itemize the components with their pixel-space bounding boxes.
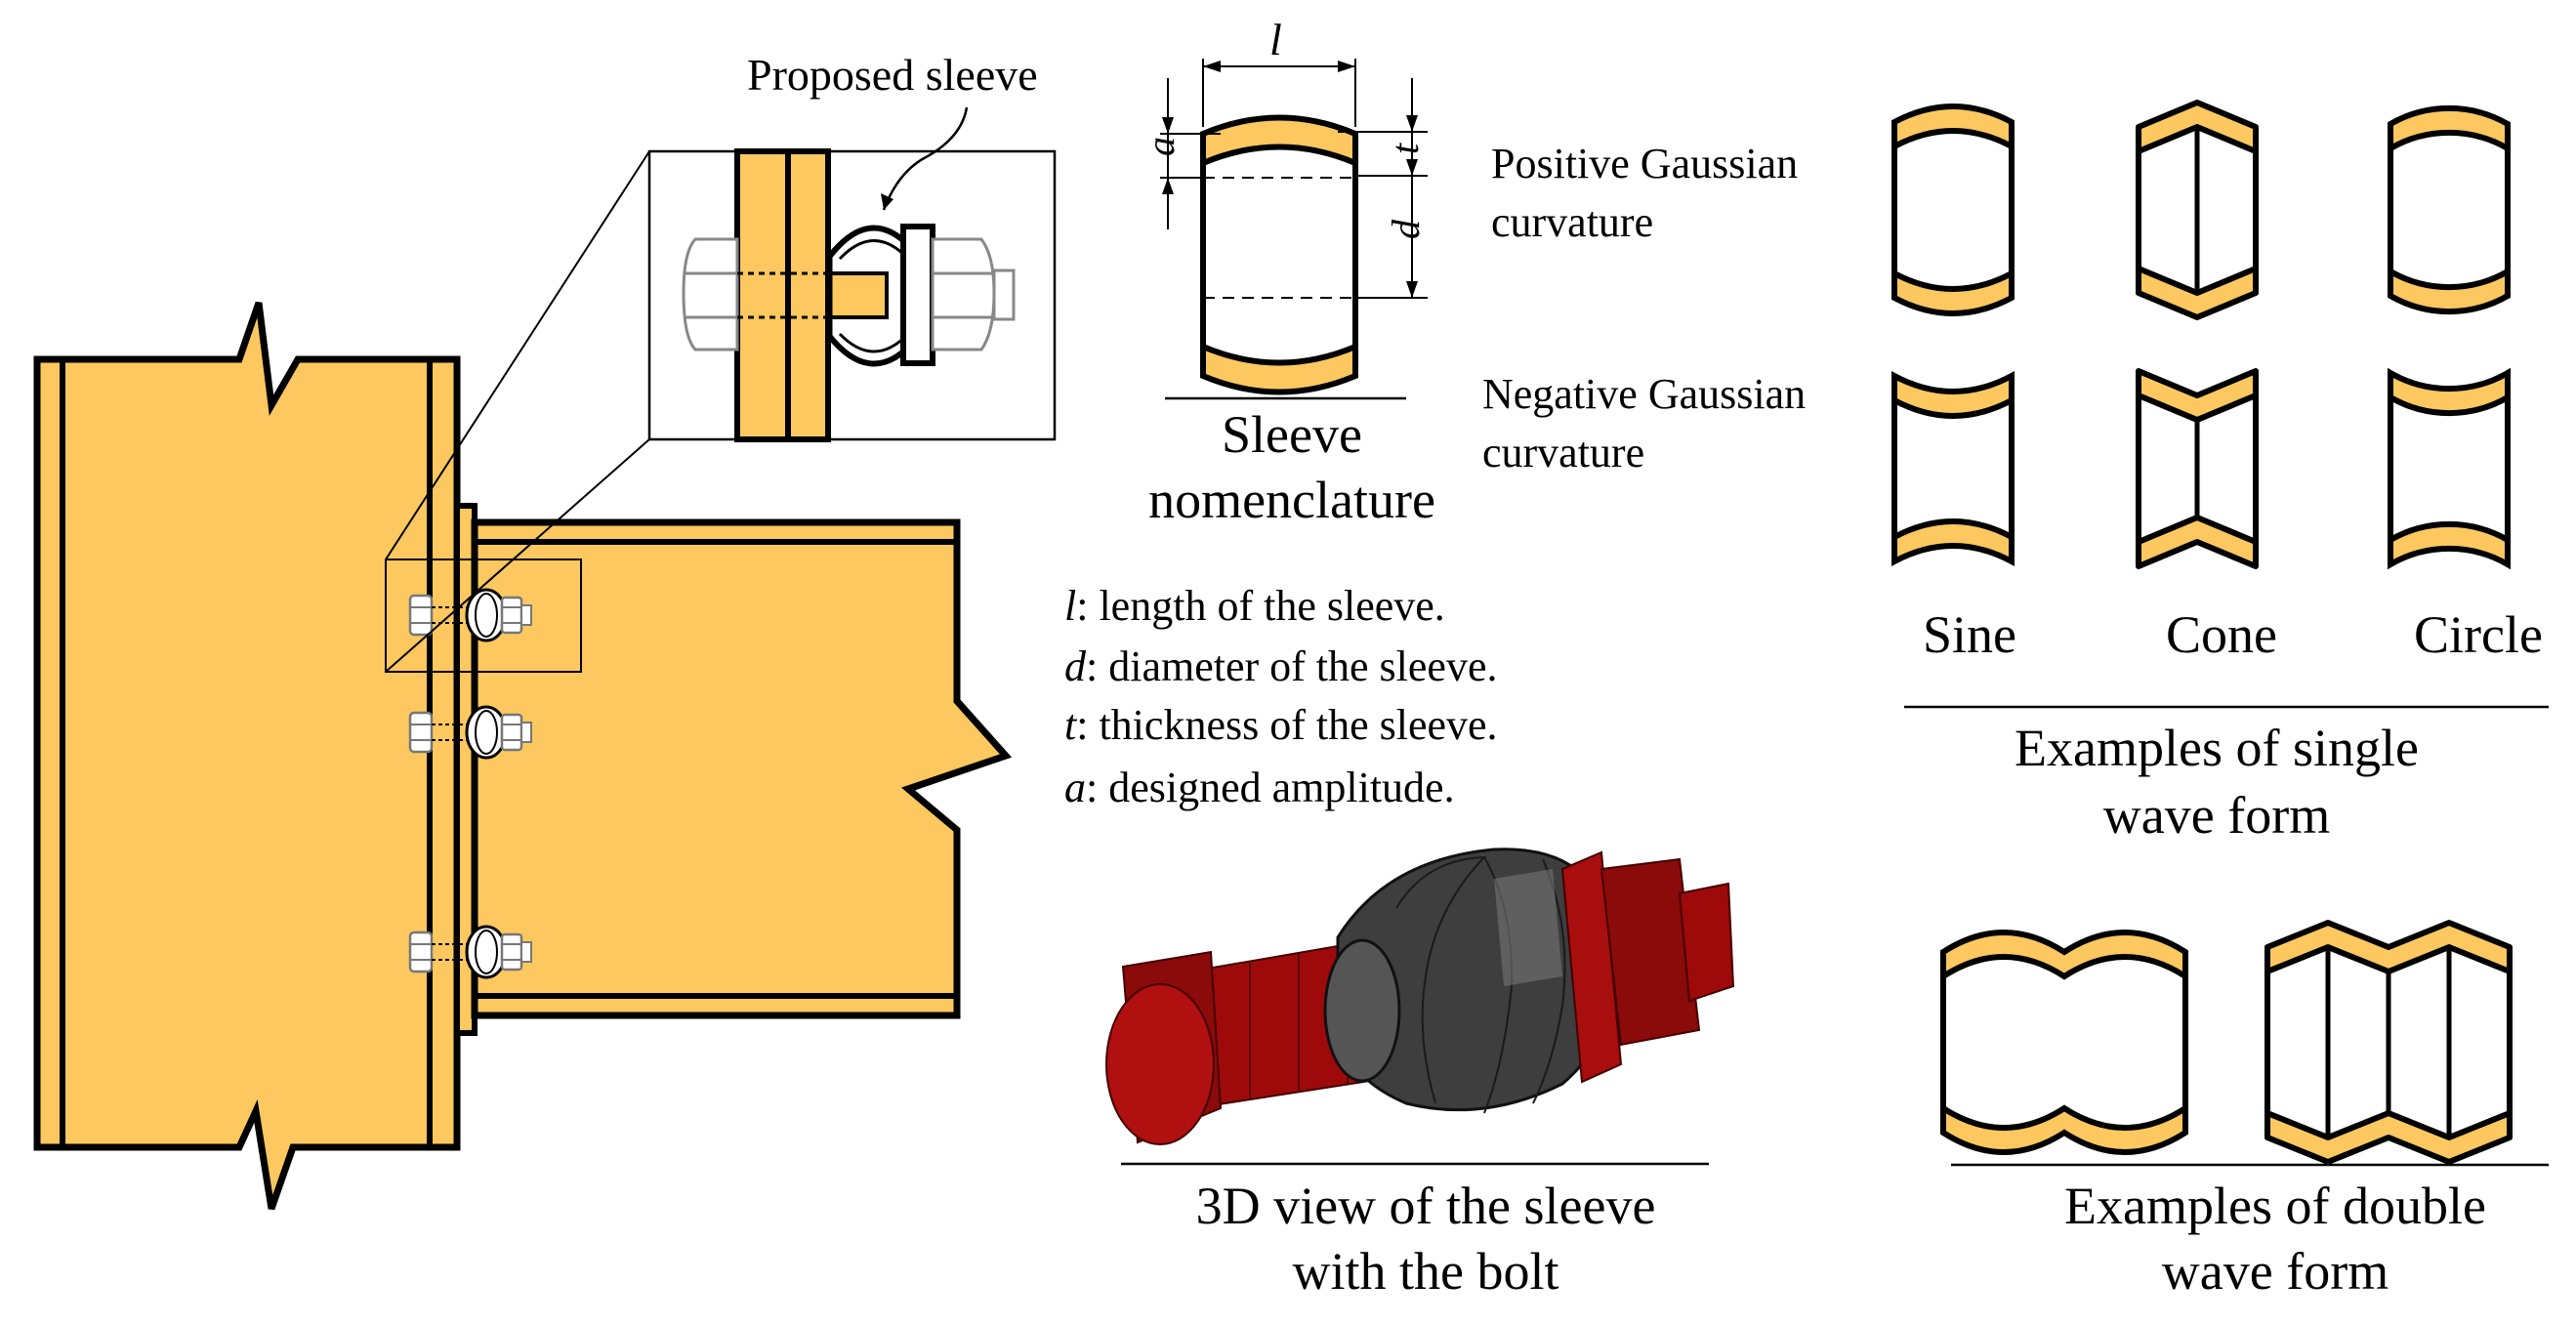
view3d-caption-line1: 3D view of the sleeve (1196, 1177, 1656, 1235)
double-cone-sleeve (2264, 920, 2513, 1165)
double-wave-caption-line1: Examples of double (2064, 1177, 2486, 1235)
dimension-a: a (1139, 78, 1221, 229)
detail-marker-box (385, 559, 582, 673)
bolt-row-3 (408, 925, 533, 979)
view3d-caption-line2: with the bolt (1293, 1242, 1559, 1301)
column-label-circle: Circle (2414, 605, 2543, 664)
callout-label: Proposed sleeve (747, 50, 1038, 100)
positive-curvature-label-line2: curvature (1491, 198, 1653, 246)
double-sine-sleeve (1940, 930, 2188, 1155)
dimension-d: d (1355, 176, 1428, 299)
legend-item-d: d: diameter of the sleeve. (1064, 642, 1497, 690)
symbol-legend: l: length of the sleeve. d: diameter of … (1064, 582, 1498, 811)
bolt-icon (682, 237, 889, 352)
negative-curvature-label-line2: curvature (1482, 429, 1644, 476)
negative-curvature-label-line1: Negative Gaussian (1482, 370, 1806, 418)
negative-cone-sleeve (2139, 371, 2256, 566)
detail-leader-top (385, 150, 650, 560)
double-wave-caption-line2: wave form (2162, 1242, 2389, 1301)
dim-l-label: l (1269, 15, 1282, 64)
positive-sine-sleeve (1894, 106, 2012, 313)
negative-sine-sleeve (1894, 376, 2012, 561)
beam-section (471, 518, 1013, 1019)
negative-circle-sleeve (2390, 373, 2508, 564)
legend-item-t: t: thickness of the sleeve. (1064, 701, 1498, 749)
single-wave-caption-line2: wave form (2103, 786, 2330, 845)
detail-zoom-box (647, 148, 1057, 442)
nomenclature-caption-line2: nomenclature (1148, 471, 1435, 529)
bolt-sleeve-3d-view (1105, 848, 1735, 1145)
positive-circle-sleeve (2390, 108, 2508, 311)
dimension-l: l (1202, 15, 1356, 127)
nomenclature-caption-line1: Sleeve (1222, 405, 1362, 464)
single-wave-caption-line1: Examples of single (2015, 719, 2419, 777)
positive-cone-sleeve (2139, 103, 2256, 317)
nut-icon (900, 224, 1016, 366)
dimension-t: t (1338, 78, 1428, 177)
dim-a-label: a (1139, 137, 1183, 156)
legend-item-a: a: designed amplitude. (1064, 764, 1455, 811)
bolt-row-2 (408, 705, 533, 760)
detail-leader-bottom (385, 438, 650, 673)
sleeve-nomenclature-drawing (1200, 114, 1358, 395)
callout-leader (882, 106, 969, 211)
column-label-sine: Sine (1923, 605, 2016, 664)
callout-arrowhead (881, 193, 893, 210)
positive-curvature-label-line1: Positive Gaussian (1491, 140, 1798, 187)
dim-t-label: t (1383, 143, 1427, 154)
legend-item-l: l: length of the sleeve. (1064, 582, 1445, 630)
column-label-cone: Cone (2166, 605, 2277, 664)
column-section (33, 301, 461, 1211)
dim-d-label: d (1384, 219, 1428, 239)
